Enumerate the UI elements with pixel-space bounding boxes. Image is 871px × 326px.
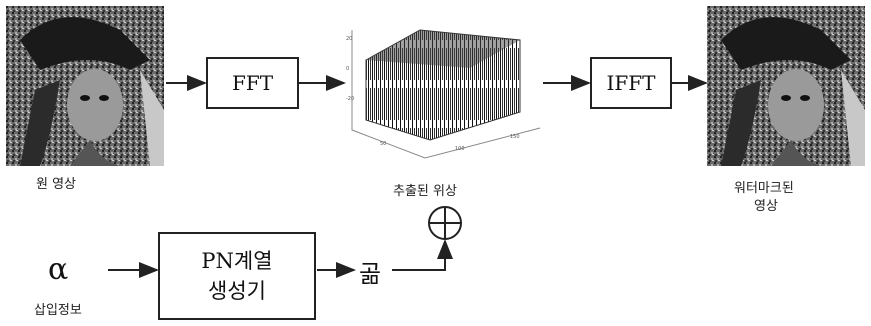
watermarked-image bbox=[707, 6, 865, 166]
ifft-label: IFFT bbox=[607, 71, 656, 95]
original-image bbox=[6, 6, 164, 166]
svg-text:100: 100 bbox=[455, 146, 465, 152]
original-image-label: 원 영상 bbox=[36, 173, 76, 192]
pn-block-line2: 생성기 bbox=[208, 276, 266, 306]
svg-text:150: 150 bbox=[510, 134, 520, 140]
watermarked-image-label-line1: 워터마크된 bbox=[734, 177, 794, 196]
svg-text:0: 0 bbox=[346, 66, 349, 72]
pn-block-line1: PN계열 bbox=[201, 246, 272, 276]
circled-plus-icon bbox=[429, 207, 461, 239]
alpha-symbol: α bbox=[48, 252, 68, 287]
svg-text:20: 20 bbox=[346, 36, 352, 42]
svg-text:-20: -20 bbox=[346, 96, 354, 102]
fft-block: FFT bbox=[206, 57, 299, 109]
ifft-block: IFFT bbox=[590, 57, 672, 109]
insert-info-label: 삽입정보 bbox=[34, 299, 82, 318]
phase-surface-plot: 20 0 -20 50 100 150 bbox=[346, 30, 540, 158]
pn-sequence-generator-block: PN계열 생성기 bbox=[158, 232, 316, 320]
arrow-product-to-sum bbox=[392, 241, 445, 270]
svg-text:50: 50 bbox=[380, 141, 386, 147]
watermarked-image-label-line2: 영상 bbox=[754, 195, 778, 214]
product-symbol: 곪 bbox=[359, 254, 381, 289]
extracted-phase-label: 추출된 위상 bbox=[393, 180, 457, 199]
fft-label: FFT bbox=[232, 71, 273, 95]
